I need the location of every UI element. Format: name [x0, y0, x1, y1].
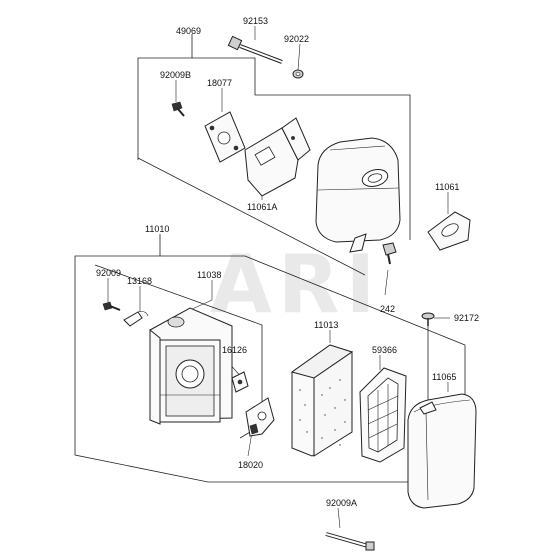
label-11038: 11038 [197, 270, 221, 280]
bolt-92009A [325, 532, 375, 551]
watermark: ARI [210, 238, 381, 331]
label-11013: 11013 [314, 320, 338, 330]
label-11010: 11010 [145, 224, 169, 234]
label-92022: 92022 [284, 34, 309, 44]
lever-16126 [231, 371, 249, 393]
label-11061A: 11061A [247, 202, 277, 212]
bracket-18020 [245, 397, 275, 437]
label-242: 242 [380, 304, 395, 314]
washer-92022 [292, 69, 304, 79]
label-13168: 13168 [127, 276, 152, 286]
screen-59366 [359, 367, 407, 463]
label-18077: 18077 [207, 78, 232, 88]
label-92153: 92153 [243, 16, 268, 26]
label-92009A: 92009A [326, 498, 357, 508]
label-92009: 92009 [96, 268, 121, 278]
screw-92172 [421, 312, 435, 326]
foam-filter-11013 [290, 344, 354, 457]
bolt-242 [382, 242, 397, 265]
bolt-92009 [102, 301, 121, 311]
cover-11065 [407, 393, 477, 509]
label-92172: 92172 [454, 313, 479, 323]
gasket-11061 [427, 211, 471, 251]
label-18020: 18020 [238, 460, 263, 470]
bolt-92153 [227, 35, 283, 64]
plate-18077 [204, 111, 246, 163]
label-92009B: 92009B [160, 70, 191, 80]
label-59366: 59366 [372, 345, 397, 355]
air-cleaner-base-11038 [149, 307, 233, 425]
bracket-11061A [244, 117, 311, 197]
bolt-92009B [171, 101, 185, 117]
label-11065: 11065 [432, 372, 456, 382]
label-11061: 11061 [435, 182, 459, 192]
clip-13168 [123, 311, 149, 327]
muffler-assembly-frame [137, 34, 411, 276]
label-16126: 16126 [222, 345, 247, 355]
label-49069: 49069 [176, 26, 201, 36]
muffler-body [315, 137, 401, 253]
